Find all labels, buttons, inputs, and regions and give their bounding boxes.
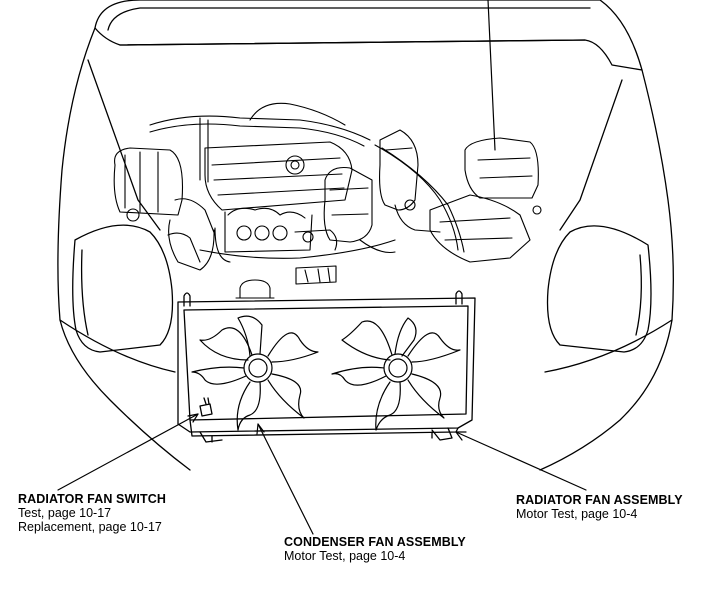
fan-blade-icon <box>191 315 319 431</box>
callout-line: Test, page 10-17 <box>18 506 112 520</box>
leader-arrow-icon <box>57 0 587 535</box>
radiator-fan-switch-callout: RADIATOR FAN SWITCH Test, page 10-17 Rep… <box>18 492 166 534</box>
radiator-fan-assembly-callout: RADIATOR FAN ASSEMBLY Motor Test, page 1… <box>516 493 683 521</box>
callout-title: CONDENSER FAN ASSEMBLY <box>284 535 466 549</box>
callout-line: Motor Test, page 10-4 <box>284 549 406 563</box>
condenser-fan-assembly-callout: CONDENSER FAN ASSEMBLY Motor Test, page … <box>284 535 466 563</box>
callout-line: Motor Test, page 10-4 <box>516 507 638 521</box>
car-front-illustration <box>57 27 674 471</box>
callout-title: RADIATOR FAN SWITCH <box>18 492 166 506</box>
engine <box>113 102 542 299</box>
radiator-icon <box>177 290 476 443</box>
hood <box>94 0 643 71</box>
callout-title: RADIATOR FAN ASSEMBLY <box>516 493 683 507</box>
fan-blade-icon <box>331 317 461 431</box>
callout-line: Replacement, page 10-17 <box>18 520 162 534</box>
radiator-fan-switch-part <box>199 397 213 417</box>
